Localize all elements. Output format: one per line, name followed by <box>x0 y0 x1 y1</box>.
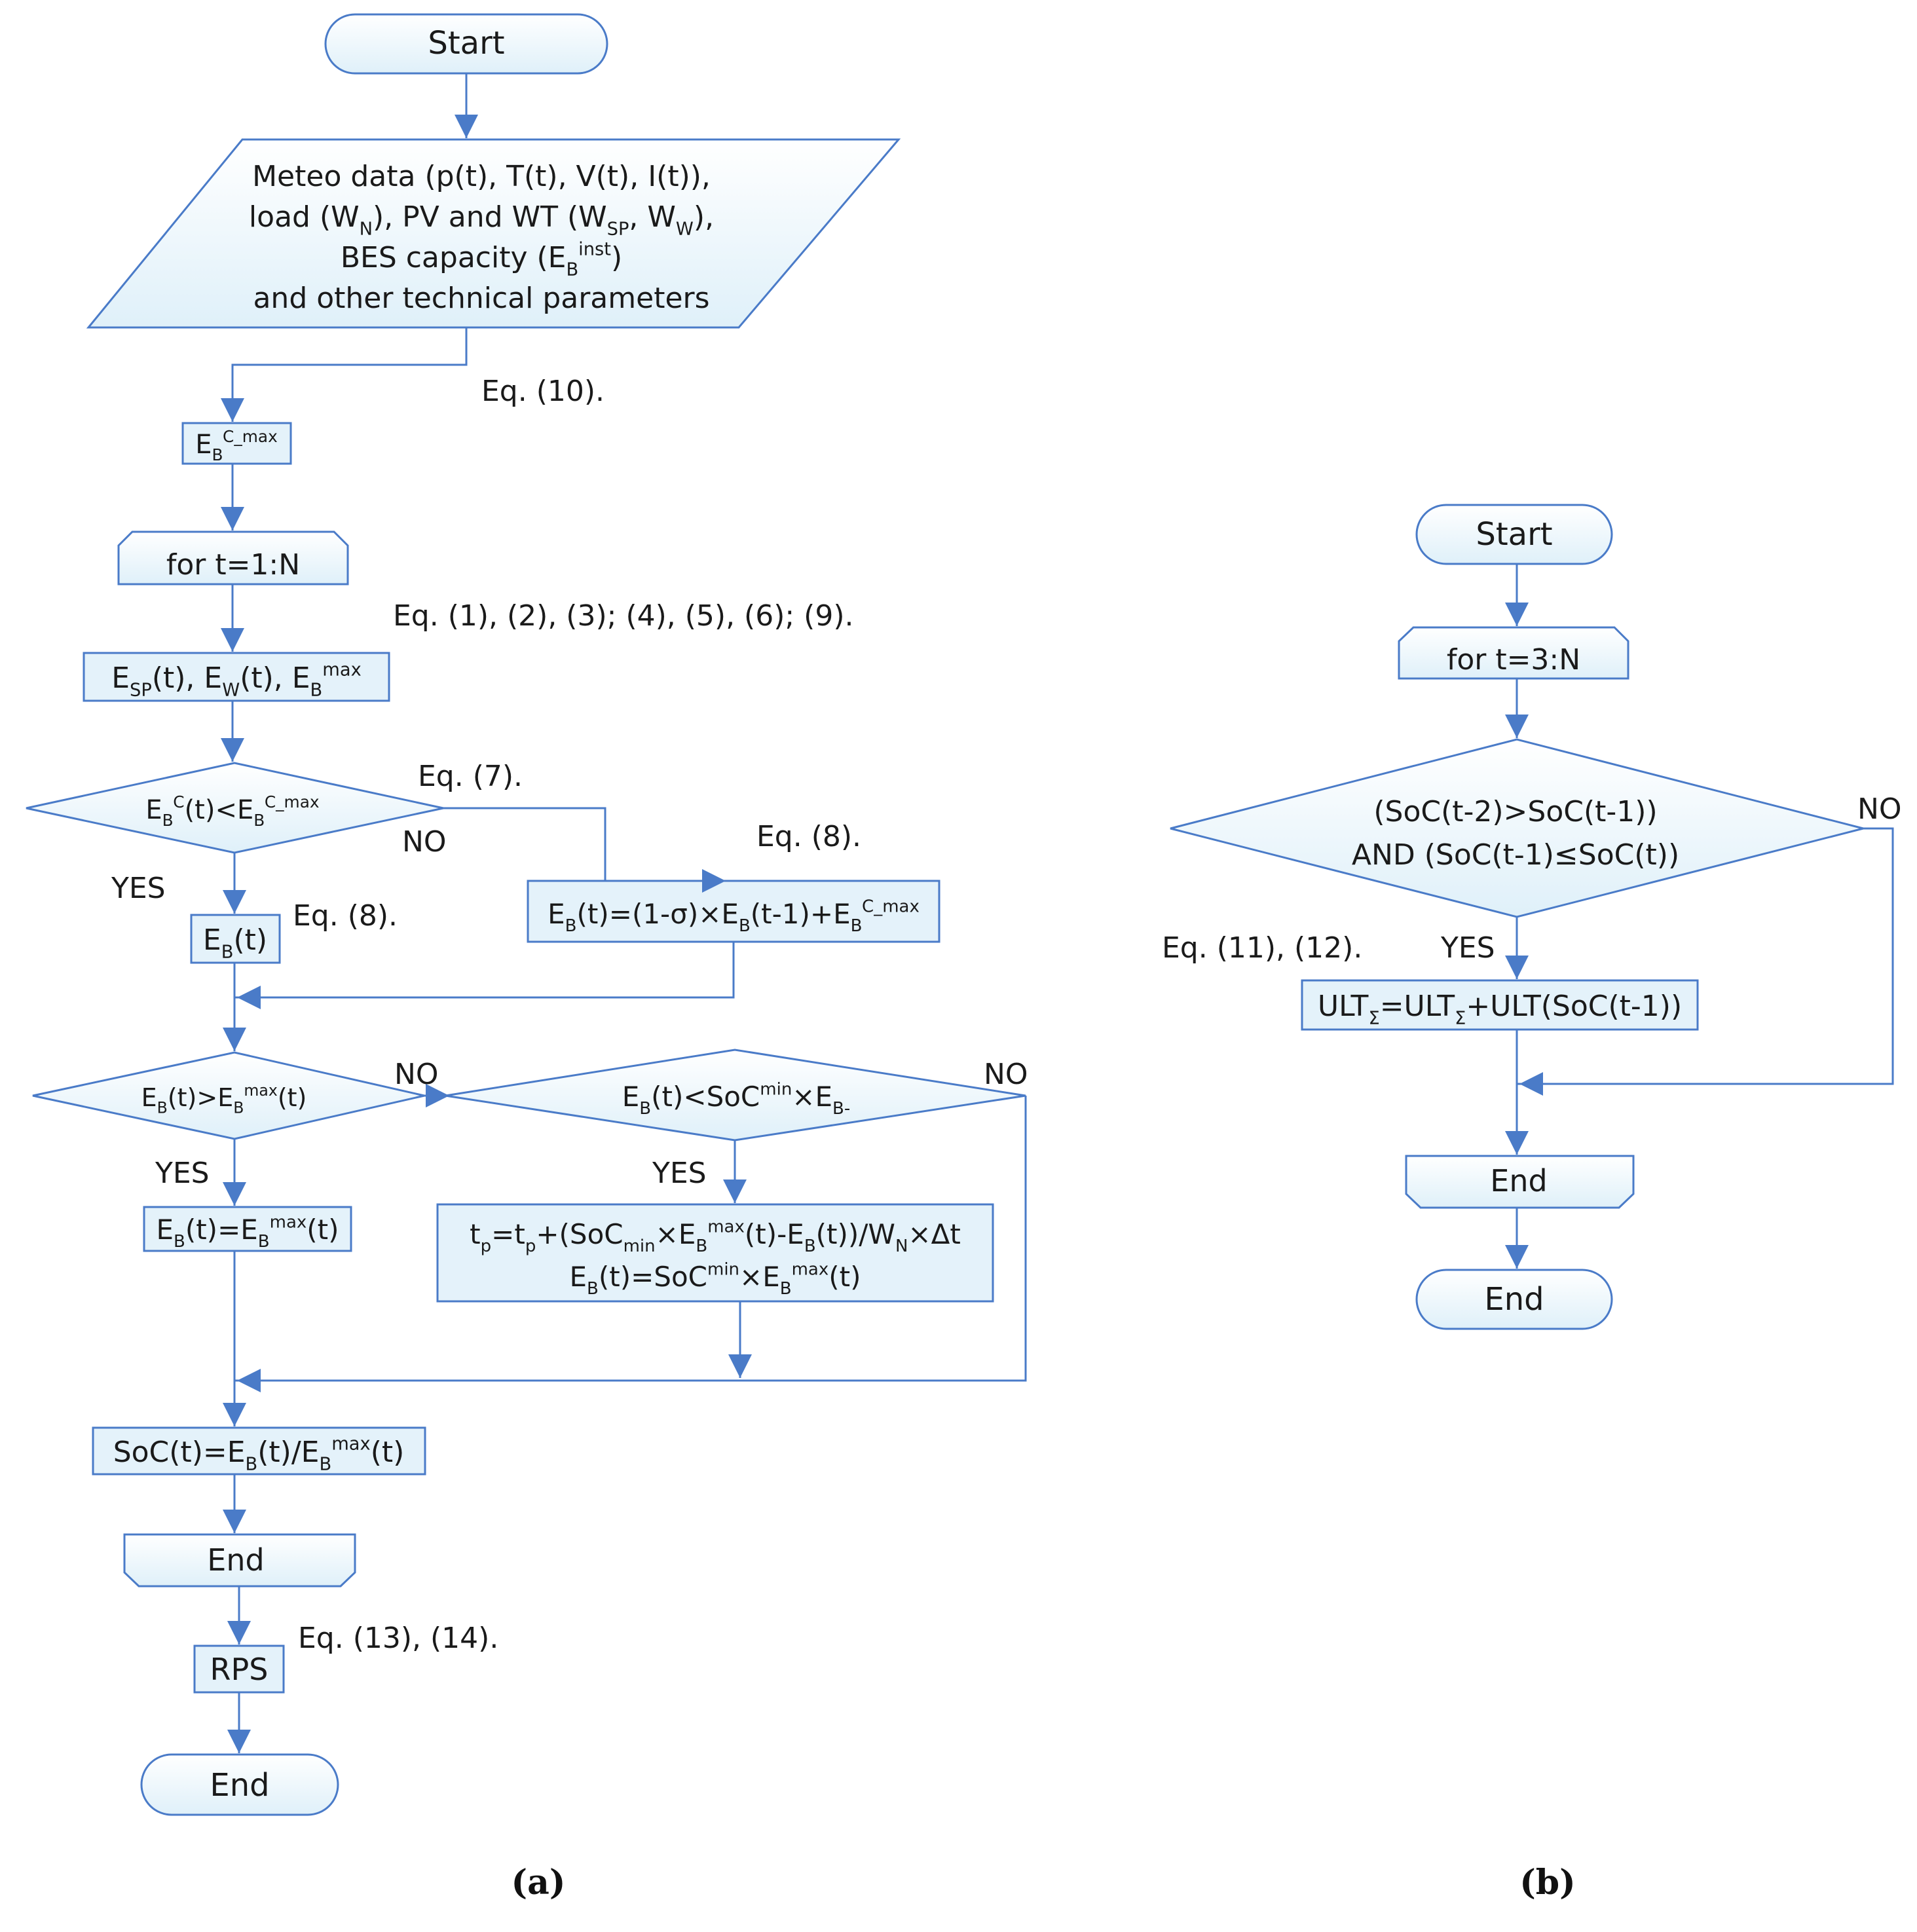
a-eb-eq-max-box <box>143 1206 352 1252</box>
a-input-line-3: BES capacity (EBinst) <box>341 240 622 280</box>
a-eq8b-label: Eq. (8). <box>293 899 398 933</box>
a-input-line-4: and other technical parameters <box>253 282 709 315</box>
b-end-loop-label: End <box>1490 1163 1547 1198</box>
a-yes1-label: YES <box>111 872 166 905</box>
b-start-terminal <box>1415 504 1613 565</box>
a-rps-label: RPS <box>210 1652 269 1687</box>
a-decision-soc-min-label: EB(t)<SoCmin×EB- <box>622 1079 851 1118</box>
a-decision-eb-max-label: EB(t)>EBmax(t) <box>141 1081 307 1117</box>
a-eq10-label: Eq. (10). <box>481 375 605 408</box>
a-eq8a-label: Eq. (8). <box>756 820 861 853</box>
b-start-label: Start <box>1476 516 1552 553</box>
b-end-loop-shape <box>1405 1155 1635 1209</box>
b-no-label: NO <box>1857 792 1902 826</box>
a-eb-eq-max-label: EB(t)=EBmax(t) <box>156 1212 339 1251</box>
panel-a-connectors <box>221 73 1027 1753</box>
a-tp-line-1: tp=tp+(SoCmin×EBmax(t)-EB(t))/WN×Δt <box>470 1217 961 1255</box>
a-yes2-label: YES <box>155 1157 210 1190</box>
a-start-label: Start <box>428 25 504 62</box>
b-cond-line-2: AND (SoC(t-1)≤SoC(t)) <box>1352 838 1679 872</box>
a-esp-box <box>83 652 390 702</box>
panel-a <box>26 13 1026 1816</box>
a-tp-box <box>436 1203 994 1303</box>
b-end-terminal <box>1415 1269 1613 1330</box>
b-end-label: End <box>1484 1281 1544 1318</box>
a-decision-ebc-label: EBC(t)<EBC_max <box>145 792 319 830</box>
b-eq11-label: Eq. (11), (12). <box>1162 931 1362 965</box>
a-eb-formula-label: EB(t)=(1-σ)×EB(t-1)+EBC_max <box>548 897 920 935</box>
a-no1-label: NO <box>402 825 447 859</box>
a-end-terminal <box>140 1753 339 1816</box>
a-for-loop-shape <box>117 530 349 585</box>
a-no2-label: NO <box>394 1058 439 1091</box>
a-input-line-1: Meteo data (p(t), T(t), V(t), I(t)), <box>252 160 711 193</box>
a-rps-box <box>193 1644 285 1694</box>
a-eq7-label: Eq. (7). <box>418 760 523 793</box>
panel-b <box>1170 504 1864 1330</box>
a-esp-label: ESP(t), EW(t), EBmax <box>111 660 362 701</box>
b-for-loop-label: for t=3:N <box>1447 643 1580 677</box>
caption-a: (a) <box>512 1863 566 1903</box>
a-input-parallelogram <box>86 138 901 329</box>
a-ebc-max-box <box>181 422 292 465</box>
a-tp-line-2: EB(t)=SoCmin×EBmax(t) <box>569 1259 861 1298</box>
b-cond-line-1: (SoC(t-2)>SoC(t-1)) <box>1373 795 1657 828</box>
a-soc-box <box>92 1426 426 1476</box>
b-yes-label: YES <box>1440 931 1495 965</box>
a-no3-label: NO <box>984 1058 1028 1091</box>
a-eb-formula-box <box>527 880 940 943</box>
a-eb-label: EB(t) <box>203 923 267 962</box>
b-ult-box <box>1301 979 1699 1031</box>
a-eq-list-label: Eq. (1), (2), (3); (4), (5), (6); (9). <box>393 599 853 633</box>
a-for-loop-label: for t=1:N <box>166 548 300 582</box>
a-eq13-label: Eq. (13), (14). <box>298 1622 498 1655</box>
caption-b: (b) <box>1519 1863 1576 1903</box>
a-yes3-label: YES <box>652 1157 707 1190</box>
a-end-label: End <box>210 1767 269 1804</box>
a-soc-label: SoC(t)=EB(t)/EBmax(t) <box>113 1434 405 1475</box>
b-for-loop-shape <box>1398 626 1629 680</box>
a-input-line-2: load (WN), PV and WT (WSP, WW), <box>249 200 714 239</box>
a-end-loop-label: End <box>207 1542 264 1578</box>
a-end-loop-shape <box>123 1533 356 1588</box>
text-layer: Start Meteo data (p(t), T(t), V(t), I(t)… <box>111 25 1902 1903</box>
panel-b-connectors <box>1505 564 1894 1269</box>
b-ult-label: ULTΣ=ULTΣ+ULT(SoC(t-1)) <box>1318 990 1682 1028</box>
a-ebc-max-label: EBC_max <box>195 427 278 464</box>
